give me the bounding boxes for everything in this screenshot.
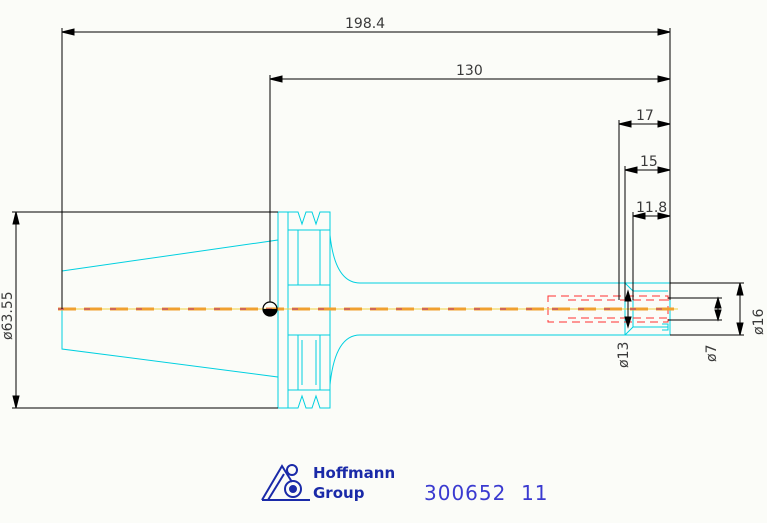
dim-overall-length: 198.4 [345,16,385,32]
dim-11-8: 11.8 [636,200,667,216]
dimension-lines [12,28,744,409]
centerline [58,301,678,317]
logo-mark-icon [261,464,310,501]
dim-17: 17 [636,108,654,124]
dim-inner-dia: ø7 [704,345,720,362]
dim-shank-dia: ø16 [751,309,767,335]
logo-line1: Hoffmann [313,464,395,482]
dim-flange-dia: ø63.55 [0,291,16,340]
hoffmann-logo: Hoffmann Group [261,464,395,502]
part-number: 300652 11 [424,481,549,505]
logo-line2: Group [313,484,365,502]
neck-top [329,234,625,284]
dim-gauge-length: 130 [456,63,483,79]
dim-bore-dia: ø13 [616,342,632,368]
neck-bottom [329,334,625,386]
dim-15: 15 [640,154,658,170]
tool-outline [61,211,671,409]
